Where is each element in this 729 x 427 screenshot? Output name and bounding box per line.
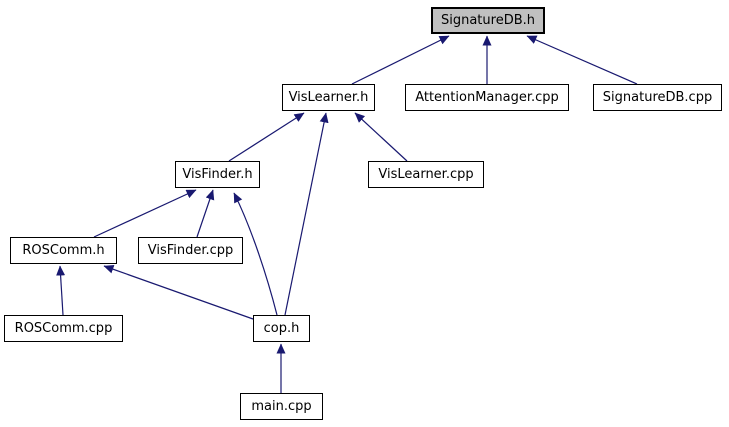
edge-roscomm-h-to-visfinder-h [93,189,197,238]
edge-cop-h-to-vislearner-h [284,112,329,316]
edge-visfinder-h-to-vislearner-h [228,112,305,162]
node-roscomm-cpp[interactable]: ROSComm.cpp [4,315,123,342]
edge-signaturedb-cpp-to-signaturedb-h [526,35,638,85]
node-signaturedb-h: SignatureDB.h [431,7,545,34]
edge-vislearner-cpp-to-vislearner-h [354,112,408,162]
edge-roscomm-cpp-to-roscomm-h [56,265,66,316]
edge-vislearner-h-to-signaturedb-h [351,35,450,85]
edge-visfinder-cpp-to-visfinder-h [196,189,215,238]
node-main-cpp[interactable]: main.cpp [240,393,323,420]
edge-cop-h-to-roscomm-h [103,264,254,320]
node-attentionmanager-cpp[interactable]: AttentionManager.cpp [405,84,569,111]
node-vislearner-h[interactable]: VisLearner.h [282,84,375,111]
node-roscomm-h[interactable]: ROSComm.h [10,237,117,264]
node-visfinder-h[interactable]: VisFinder.h [175,161,260,188]
edge-cop-h-to-visfinder-h [233,192,278,316]
node-signaturedb-cpp[interactable]: SignatureDB.cpp [593,84,722,111]
node-cop-h[interactable]: cop.h [253,315,310,342]
node-visfinder-cpp[interactable]: VisFinder.cpp [138,237,243,264]
node-vislearner-cpp[interactable]: VisLearner.cpp [368,161,484,188]
